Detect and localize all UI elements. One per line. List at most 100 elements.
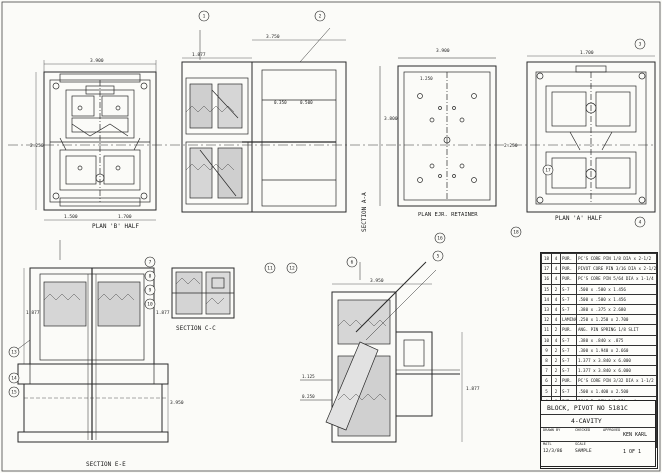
bom-cell-n: 13	[541, 303, 552, 316]
view-title-section-c-c: SECTION C-C	[176, 325, 216, 332]
bom-cell-q: 2	[551, 324, 561, 336]
balloon-6: 6	[351, 260, 354, 266]
bom-cell-d: ANG. PIN SPRING 1/8 SLIT	[576, 324, 657, 336]
drawing-scale: SAMPLE	[575, 449, 592, 454]
bom-cell-q: 4	[551, 273, 561, 285]
bom-cell-m: LAMINA	[560, 314, 577, 326]
bom-cell-m: PUR.	[560, 375, 577, 387]
bom-cell-m: S-7	[560, 334, 577, 346]
bom-cell-q: 2	[551, 365, 561, 377]
dim-ret-width: 3.900	[436, 48, 450, 54]
dim-0500: 0.500	[300, 100, 313, 105]
bom-cell-q: 2	[551, 283, 561, 295]
balloon-labels: 1 2 3 4 5 6 7 8 9 10 11 12 13 14 15 16 1…	[11, 14, 641, 396]
balloon-5: 5	[437, 254, 440, 260]
sheet-number: 1 OF 1	[623, 449, 642, 455]
balloon-10: 10	[147, 302, 153, 308]
balloon-11: 11	[267, 266, 273, 272]
balloon-14: 14	[11, 376, 17, 382]
bom-cell-d: .380 x .375 x 2.680	[576, 303, 657, 316]
balloon-group	[8, 10, 646, 398]
bom-cell-n: 5	[541, 385, 552, 397]
bom-cell-m: PUR.	[560, 263, 577, 275]
bom-cell-q: 2	[551, 354, 561, 367]
balloon-17: 17	[545, 168, 551, 174]
plan-a-half-view	[526, 61, 656, 213]
section-e-e-view	[13, 240, 169, 443]
bom-cell-q: 4	[551, 334, 561, 346]
bom-cell-d: .500 x 1.400 x 2.500	[576, 385, 657, 397]
bom-cell-n: 10	[541, 334, 552, 346]
bom-cell-n: 7	[541, 365, 552, 377]
dim-1250: 1.250	[420, 76, 433, 81]
drawing-subtitle: 4-CAVITY	[571, 417, 602, 425]
bom-cell-d: .250 x 1.250 x 2.700	[576, 314, 657, 326]
balloon-16: 16	[437, 236, 443, 242]
bom-cell-q: 4	[551, 314, 561, 326]
view-title-plan-b: PLAN 'B' HALF	[92, 223, 139, 230]
bom-cell-n: 16	[541, 273, 552, 285]
drawing-title: BLOCK, PIVOT NO 5181C	[547, 404, 628, 412]
dim-b-half-bottom: 1.500	[64, 214, 78, 220]
balloon-15: 15	[11, 390, 17, 396]
bom-cell-d: .300 x 1.940 x 2.660	[576, 344, 657, 356]
balloon-13: 13	[11, 350, 17, 356]
bom-cell-m: PUR.	[560, 252, 577, 265]
bom-cell-n: 12	[541, 314, 552, 326]
bom-cell-d: .380 x .840 x .875	[576, 334, 657, 346]
dim-b-half-right: 1.700	[118, 214, 132, 220]
section-angled-core-view	[300, 261, 460, 443]
bom-cell-d: PC'S CORE PIN 3/32 DIA x 1-1/2	[576, 375, 657, 387]
dim-0250: 0.250	[302, 394, 315, 399]
bom-cell-d: .500 x .500 x 1.456	[576, 293, 657, 305]
dim-sec-a: 1.877	[466, 386, 480, 392]
bom-cell-q: 2	[551, 344, 561, 356]
bom-cell-n: 14	[541, 293, 552, 305]
balloon-1: 1	[203, 14, 206, 20]
dim-0350: 0.350	[274, 100, 287, 105]
bom-cell-n: 15	[541, 283, 552, 295]
drawn-by-label: DRAWN BY	[543, 428, 561, 432]
plan-b-half-view	[43, 71, 157, 211]
dim-sec-e-right: 1.877	[156, 310, 170, 316]
bom-cell-d: PIVOT CORE PIN 3/16 DIA x 2-1/2	[576, 263, 657, 275]
balloon-4: 4	[639, 220, 642, 226]
bom-cell-n: 17	[541, 263, 552, 275]
dim-top-b-width: 3.900	[90, 58, 104, 64]
dim-plate-width: 3.750	[266, 34, 280, 40]
balloon-18: 18	[513, 230, 519, 236]
scale-label: SCALE	[575, 442, 586, 446]
bom-cell-m: S-7	[560, 354, 577, 367]
bom-cell-d: PC'S CORE PIN 1/8 DIA x 2-1/2	[576, 252, 657, 265]
bom-cell-q: 4	[551, 303, 561, 316]
bom-cell-n: 18	[541, 252, 552, 265]
bom-cell-d: .500 x .500 x 1.456	[576, 283, 657, 295]
bom-cell-n: 9	[541, 344, 552, 356]
balloon-8: 8	[149, 274, 152, 280]
bom-cell-m: S-7	[560, 344, 577, 356]
checked-label: CHECKED	[575, 428, 591, 432]
bom-cell-m: S-7	[560, 365, 577, 377]
bom-cell-m: S-7	[560, 303, 577, 316]
dim-ret-height: 3.800	[384, 116, 398, 122]
dim-mid-h: 1.877	[192, 52, 206, 58]
drawn-by: KEN KARL	[623, 432, 648, 438]
bom-cell-d: 1.377 x 3.840 x 6.000	[576, 354, 657, 367]
dim-side-b: 2.250	[30, 143, 44, 149]
bom-cell-m: S-7	[560, 293, 577, 305]
dim-1125: 1.125	[302, 374, 315, 379]
material-label: MATL	[543, 442, 552, 446]
bom-cell-q: 4	[551, 293, 561, 305]
dim-side-a: 2.250	[504, 143, 518, 149]
